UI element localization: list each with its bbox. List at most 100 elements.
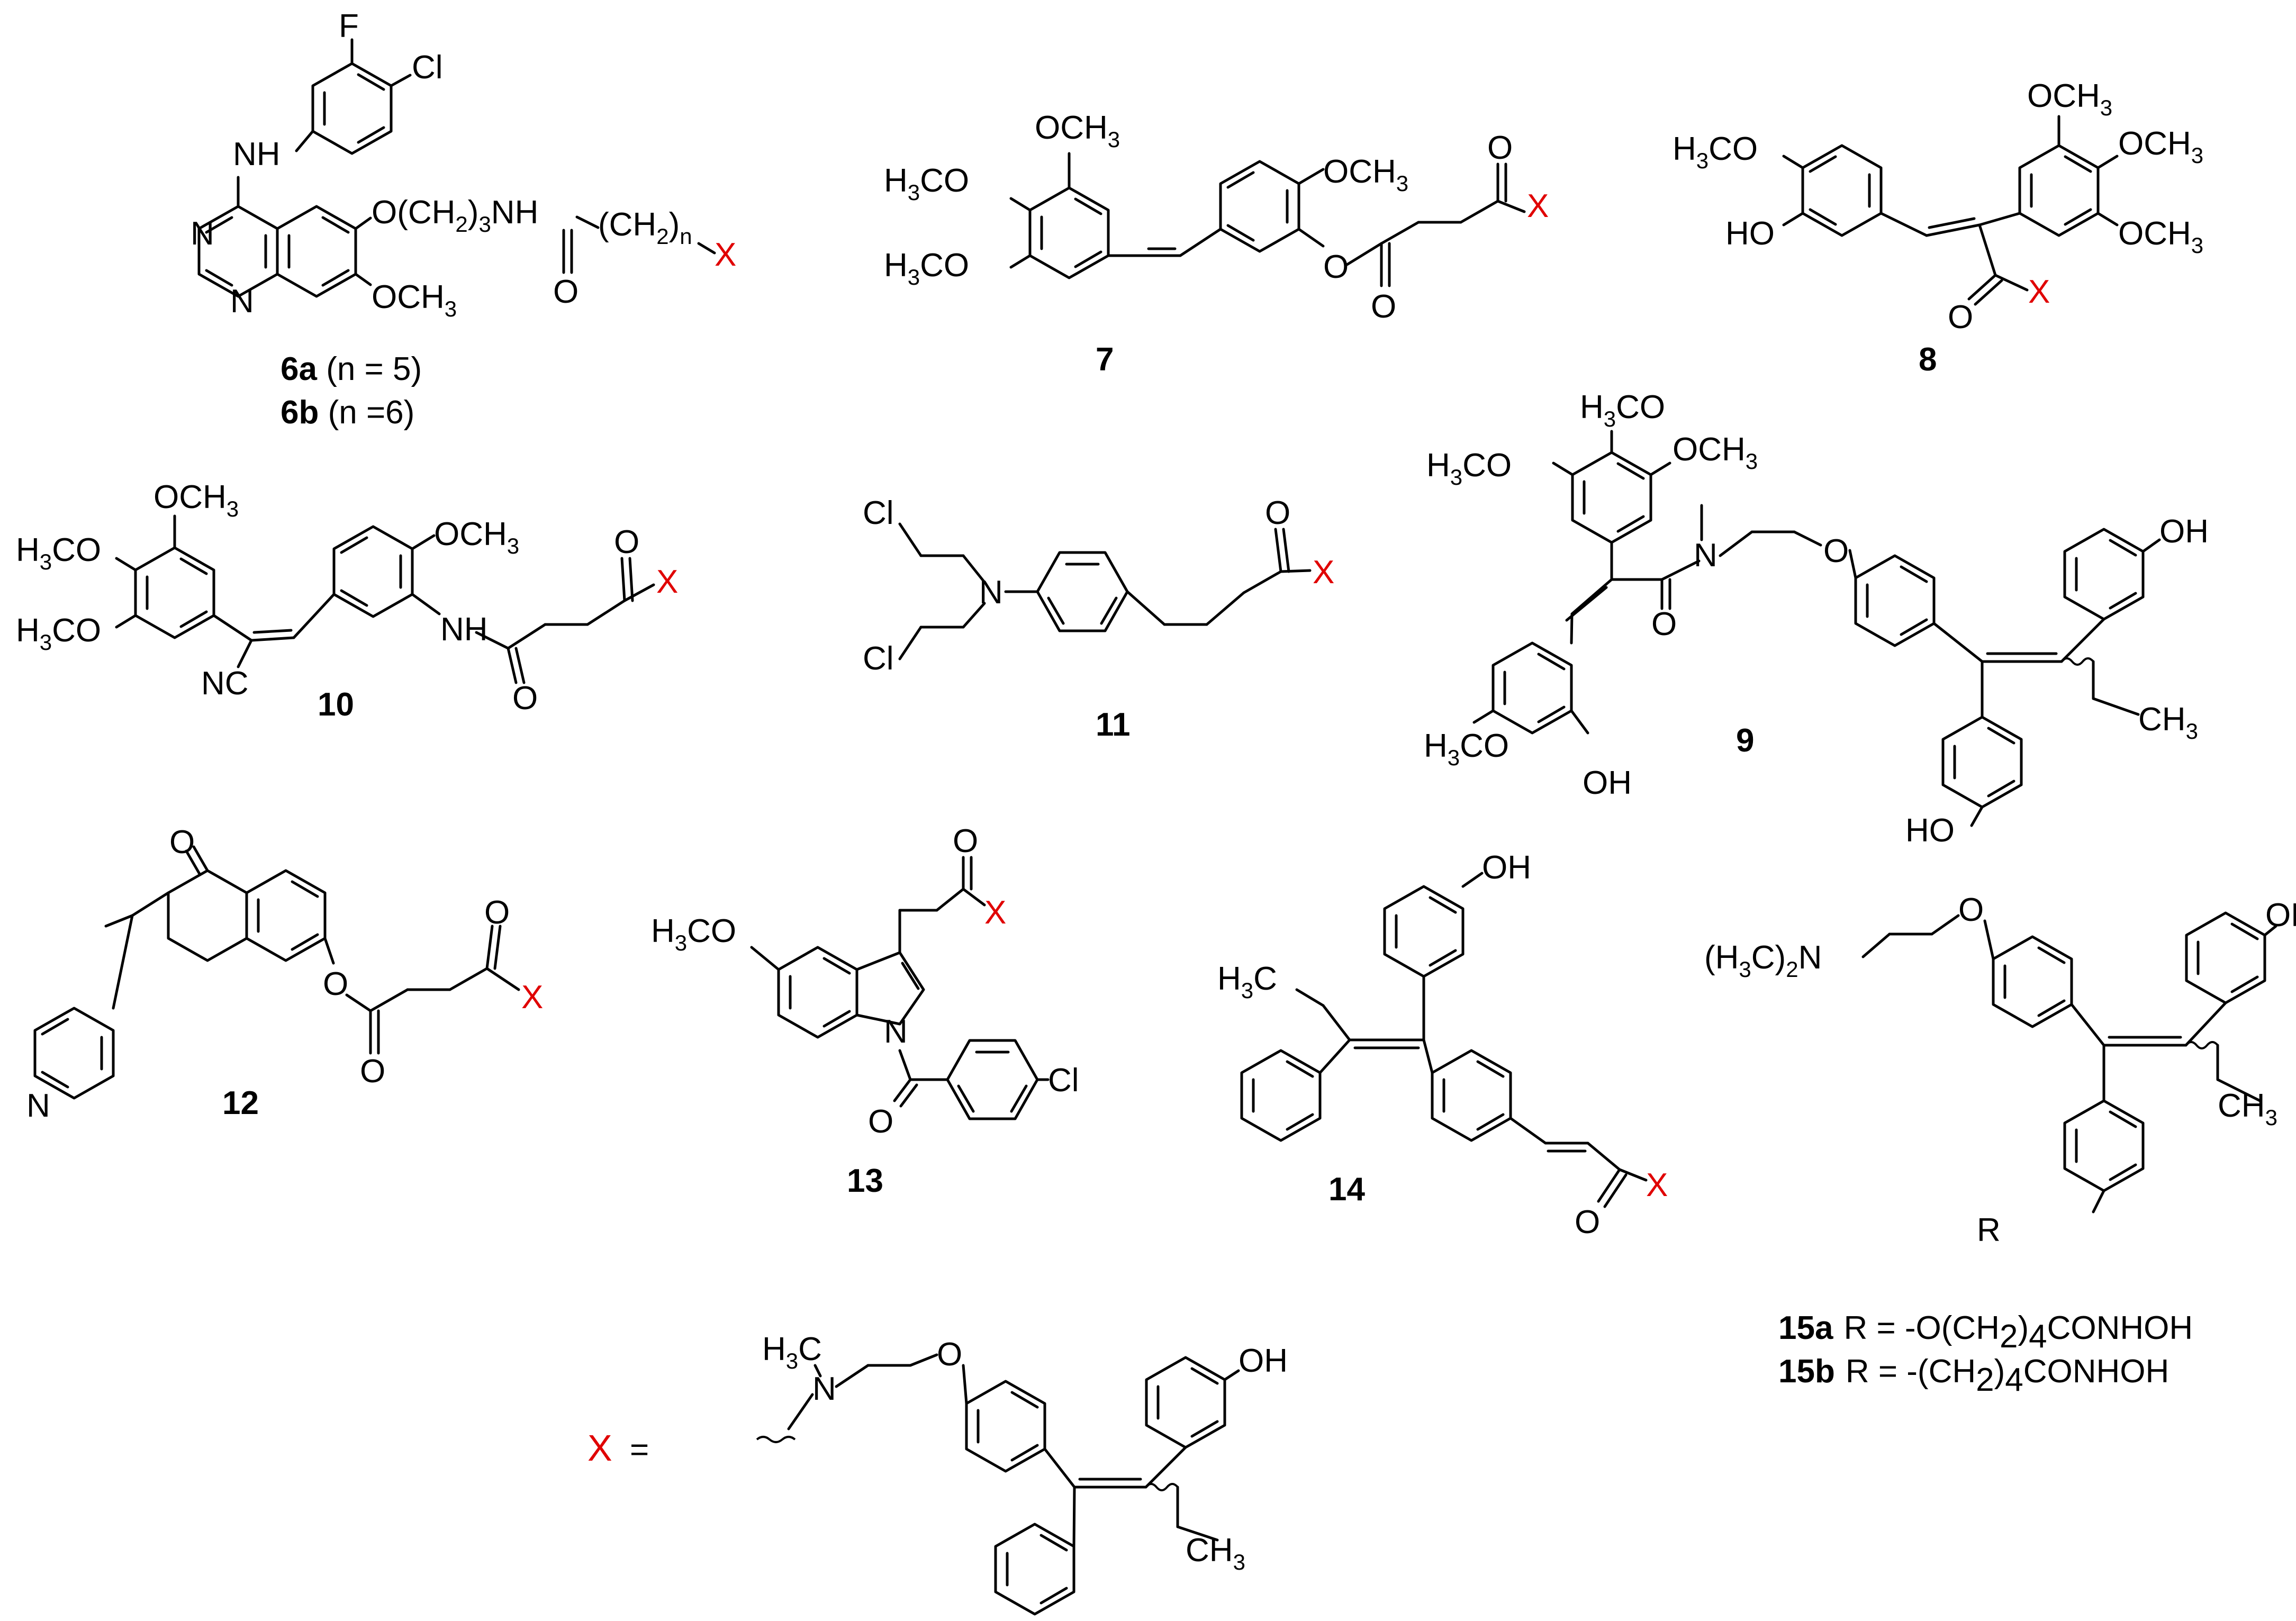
atom-label: O	[1265, 495, 1290, 531]
compound-11: Cl Cl N O X 11	[863, 495, 1334, 743]
atom-label: HO	[1725, 215, 1775, 252]
atom-label: Cl	[863, 640, 894, 677]
compound-6: F Cl NH N N O(CH2)3NH O (CH2)n X OCH3 6a…	[191, 8, 736, 431]
methyl-label: CH3	[2138, 701, 2198, 744]
methoxy-label: OCH3	[1673, 431, 1758, 474]
methoxy-label: H3CO	[884, 247, 969, 289]
atom-label: N	[1694, 537, 1718, 574]
atom-label: HO	[1905, 812, 1955, 849]
methoxy-label: H3CO	[1424, 728, 1509, 770]
label-14: 14	[1328, 1171, 1365, 1208]
compound-13: H3CO N O X O Cl 13	[651, 823, 1079, 1199]
label-6a: 6a (n = 5)	[281, 351, 422, 387]
atom-label: O	[484, 894, 510, 931]
compound-9: H3CO H3CO OCH3 H3CO OH O N O OH CH	[1424, 389, 2209, 849]
atom-label: O	[360, 1053, 385, 1090]
atom-label: N	[230, 283, 254, 320]
compound-8: H3CO HO OCH3 OCH3 OCH3 O X 8	[1673, 78, 2203, 378]
x-substituent: X	[1313, 554, 1334, 591]
compound-7: OCH3 H3CO H3CO OCH3 O O O X 7	[884, 110, 1549, 378]
atom-label: Cl	[412, 49, 443, 86]
amine-label: (H3C)2N	[1704, 939, 1822, 982]
x-substituent: X	[715, 237, 736, 273]
methoxy-label: H3CO	[16, 612, 101, 655]
x-substituent: X	[1646, 1167, 1668, 1203]
compound-10: OCH3 H3CO H3CO NC OCH3 NH O O X 10	[16, 479, 678, 723]
atom-label: O	[553, 274, 578, 310]
methyl-label: H3C	[762, 1331, 822, 1373]
atom-label: N	[26, 1088, 50, 1124]
methyl-label: H3C	[1217, 961, 1277, 1003]
compound-14: OH H3C O X 14	[1217, 849, 1668, 1240]
x-substituent: X	[656, 564, 678, 600]
methoxy-label: H3CO	[16, 532, 101, 574]
methoxy-label: OCH3	[372, 279, 457, 321]
methoxy-label: OCH3	[1035, 110, 1120, 152]
methoxy-label: H3CO	[1673, 131, 1758, 173]
label-7: 7	[1096, 341, 1114, 378]
chain-label: (CH2)n	[598, 206, 692, 249]
chain-label: O(CH2)3NH	[372, 194, 538, 237]
methyl-label: CH3	[1186, 1532, 1245, 1574]
atom-label: OH	[1583, 765, 1632, 801]
label-9: 9	[1736, 722, 1754, 759]
label-6b: 6b (n =6)	[281, 394, 414, 431]
atom-label: O	[1487, 130, 1513, 166]
atom-label: O	[323, 966, 348, 1002]
methoxy-label: H3CO	[1580, 389, 1665, 431]
atom-label: Cl	[863, 495, 894, 531]
label-11: 11	[1096, 707, 1131, 743]
atom-label: O	[937, 1336, 962, 1373]
atom-label: O	[1948, 299, 1973, 336]
atom-label: O	[1371, 288, 1396, 325]
methyl-label: CH3	[2218, 1088, 2277, 1130]
atom-label: N	[884, 1013, 908, 1050]
methoxy-label: OCH3	[153, 479, 239, 521]
compound-12: O N O O O X 12	[26, 824, 543, 1124]
atom-label: R	[1977, 1212, 2001, 1248]
atom-label: N	[191, 215, 214, 252]
methoxy-label: OCH3	[2118, 215, 2203, 258]
atom-label: NC	[201, 665, 249, 702]
atom-label: NH	[233, 136, 281, 173]
label-10: 10	[318, 686, 354, 723]
atom-label: OH	[2265, 897, 2296, 934]
label-13: 13	[847, 1163, 883, 1199]
atom-label: O	[1823, 533, 1849, 569]
atom-label: N	[979, 574, 1003, 611]
atom-label: O	[1651, 606, 1677, 642]
atom-label: O	[169, 824, 195, 861]
methoxy-label: H3CO	[884, 162, 969, 205]
methoxy-label: OCH3	[1323, 153, 1408, 196]
atom-label: Cl	[1048, 1062, 1079, 1099]
atom-label: O	[953, 823, 978, 859]
methoxy-label: OCH3	[2118, 125, 2203, 168]
x-substituent: X	[984, 894, 1006, 931]
x-substituent: X	[521, 979, 543, 1016]
atom-label: O	[512, 680, 538, 717]
equals-sign: =	[630, 1432, 649, 1468]
x-definition: X = H3C N O OH CH3	[587, 1331, 1288, 1614]
methoxy-label: H3CO	[1426, 447, 1512, 490]
label-12: 12	[222, 1085, 259, 1121]
x-substituent: X	[2028, 274, 2050, 310]
atom-label: O	[868, 1103, 893, 1140]
atom-label: O	[1958, 892, 1984, 928]
atom-label: O	[614, 524, 639, 560]
atom-label: OH	[2159, 513, 2209, 550]
methoxy-label: H3CO	[651, 913, 736, 955]
label-8: 8	[1919, 341, 1937, 378]
atom-label: NH	[440, 611, 488, 648]
atom-label: F	[339, 8, 359, 44]
x-definition-symbol: X	[587, 1427, 612, 1469]
atom-label: O	[1323, 249, 1349, 285]
x-substituent: X	[1527, 188, 1549, 224]
methoxy-label: OCH3	[2027, 78, 2112, 120]
atom-label: N	[812, 1371, 836, 1407]
atom-label: O	[1575, 1204, 1600, 1240]
